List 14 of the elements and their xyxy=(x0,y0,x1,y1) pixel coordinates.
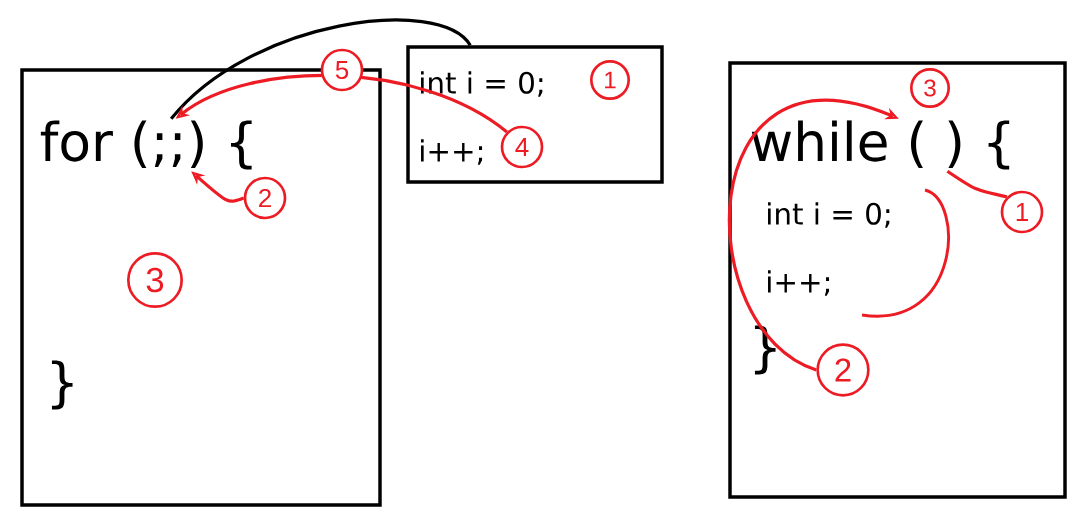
callout-number: 2 xyxy=(816,343,870,397)
callout-number: 1 xyxy=(590,60,630,100)
code-text: } xyxy=(51,360,73,410)
code-text: i++; xyxy=(768,270,830,296)
code-text: for (;;) { xyxy=(40,120,252,170)
callout-number: 2 xyxy=(243,176,287,220)
code-text: while ( ) { xyxy=(751,120,1010,170)
callout-number: 4 xyxy=(500,125,544,169)
code-text: int i = 0; xyxy=(768,202,890,228)
callout-number: 3 xyxy=(910,68,950,108)
callout-number: 1 xyxy=(1000,190,1044,234)
callout-number: 3 xyxy=(127,252,183,308)
edge-label: 5 xyxy=(335,60,349,80)
code-box xyxy=(728,61,1067,499)
